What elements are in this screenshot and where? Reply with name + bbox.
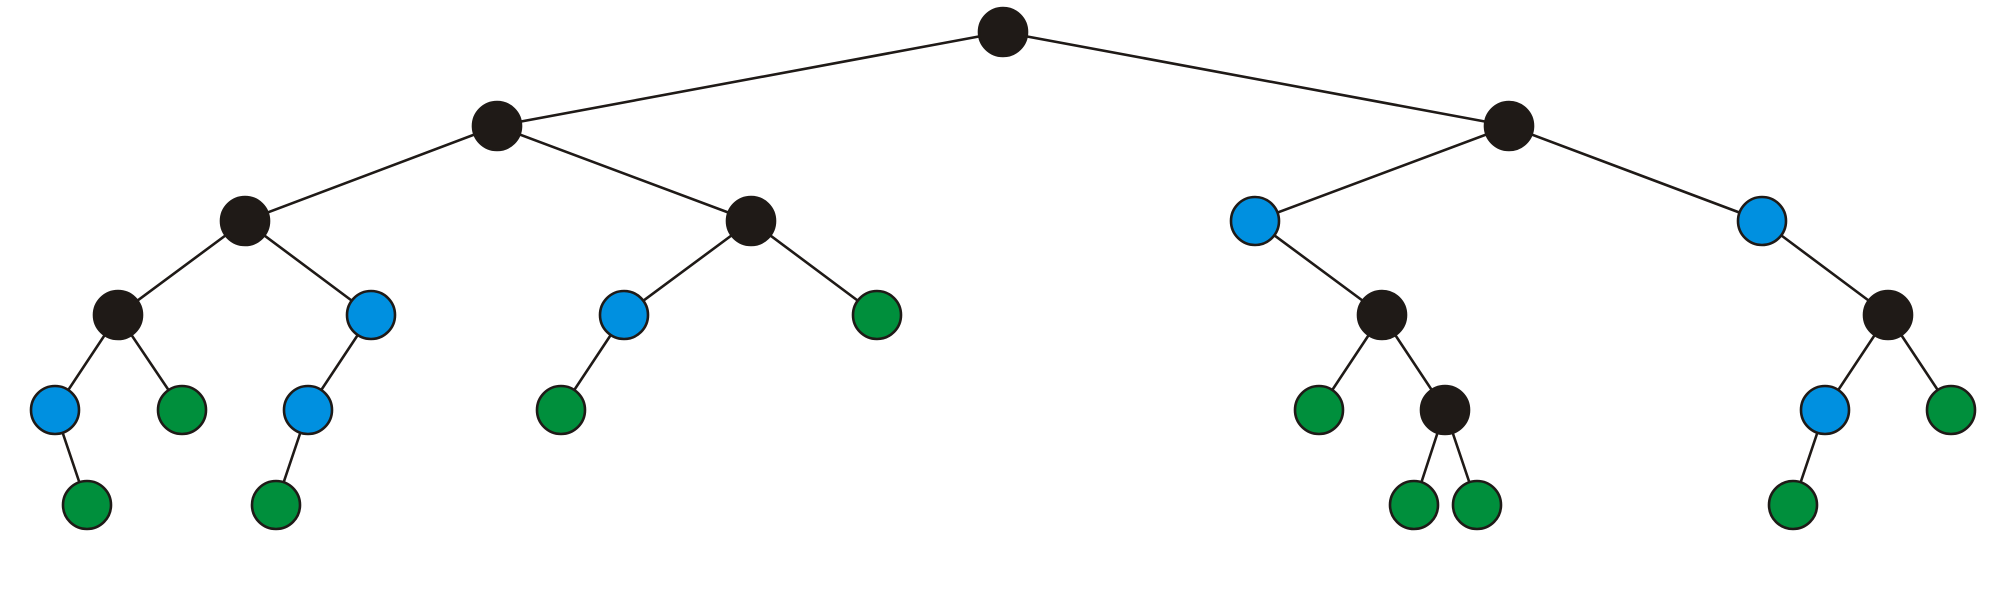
tree-nodes (29, 6, 1977, 531)
edge-n7-n15 (1760, 219, 1890, 317)
edge-n1-n3 (1001, 30, 1511, 128)
edge-n5-n10 (622, 219, 753, 317)
tree-node-green-n28 (1451, 479, 1503, 531)
tree-node-black-n3 (1483, 100, 1535, 152)
tree-node-green-n27 (1388, 479, 1440, 531)
tree-node-black-n2 (471, 100, 523, 152)
tree-node-blue-n16 (29, 384, 81, 436)
tree-node-green-n26 (250, 479, 302, 531)
tree-node-blue-n12 (282, 384, 334, 436)
tree-edges (53, 30, 1953, 507)
edge-n4-n8 (116, 219, 247, 317)
edge-n6-n14 (1253, 219, 1384, 317)
tree-node-green-n29 (1767, 479, 1819, 531)
tree-node-black-n14 (1356, 289, 1408, 341)
tree-node-black-n4 (219, 195, 271, 247)
tree-node-blue-n23 (1799, 384, 1851, 436)
tree-node-blue-n6 (1229, 195, 1281, 247)
tree-node-green-n17 (156, 384, 208, 436)
edge-n3-n6 (1253, 124, 1511, 223)
tree-node-black-n5 (725, 195, 777, 247)
tree-node-green-n25 (61, 479, 113, 531)
edge-n1-n2 (495, 30, 1005, 128)
tree-node-blue-n10 (598, 289, 650, 341)
tree-node-green-n18 (1293, 384, 1345, 436)
tree-node-black-n1 (977, 6, 1029, 58)
tree-node-black-n15 (1862, 289, 1914, 341)
tree-node-black-n8 (92, 289, 144, 341)
edge-n5-n11 (749, 219, 879, 317)
edge-n3-n7 (1507, 124, 1764, 223)
edge-n2-n5 (495, 124, 753, 223)
tree-node-green-n13 (535, 384, 587, 436)
tree-node-green-n11 (851, 289, 903, 341)
edge-n2-n4 (243, 124, 499, 223)
tree-node-blue-n9 (345, 289, 397, 341)
tree-node-green-n24 (1925, 384, 1977, 436)
tree-node-blue-n7 (1736, 195, 1788, 247)
edge-n4-n9 (243, 219, 373, 317)
tree-node-black-n22 (1419, 384, 1471, 436)
